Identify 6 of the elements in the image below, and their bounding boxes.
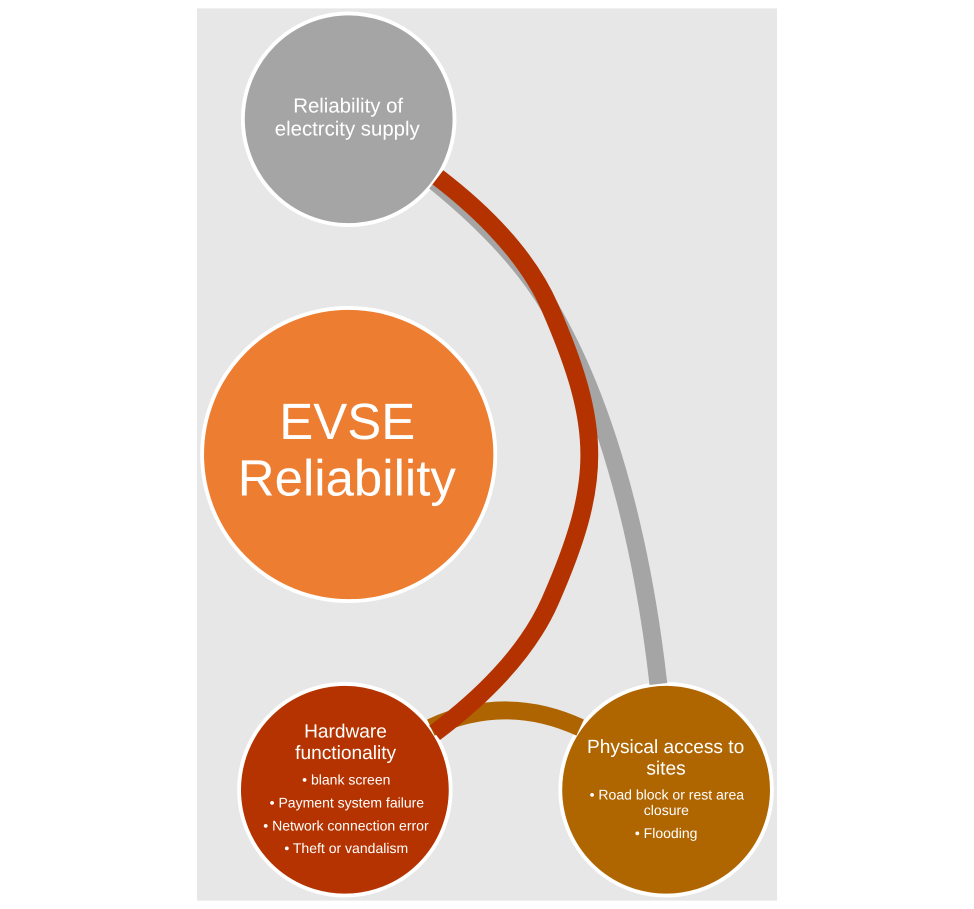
connector	[427, 702, 584, 736]
node-circle: Physical access to sites • Road block or rest area closure • Flooding	[558, 682, 774, 898]
node-circle: Reliability of electrcity supply	[240, 12, 456, 227]
connector	[429, 170, 598, 740]
node-circle: Hardware functionality • blank screen • Payment system failure • Network connection error • Theft or vandalism	[237, 682, 453, 898]
node-circle: EVSE Reliability	[200, 306, 498, 603]
